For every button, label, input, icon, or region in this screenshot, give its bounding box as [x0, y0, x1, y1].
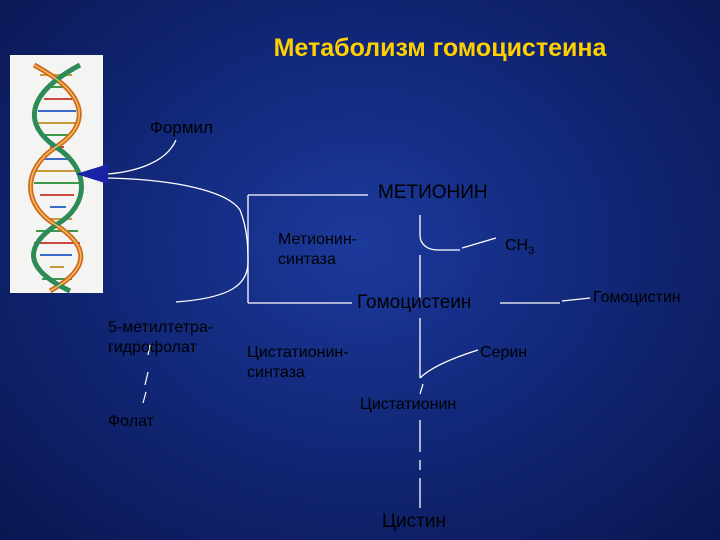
label-homocystine: Гомоцистин [593, 289, 681, 306]
label-ch3-sub: 3 [528, 245, 535, 258]
label-formyl: Формил [150, 118, 213, 137]
label-cystathionine-synthase-1: Цистатионин- [247, 344, 349, 361]
label-methylthf-1: 5-метилтетра- [108, 319, 214, 336]
label-homocysteine: Гомоцистеин [357, 292, 472, 313]
arrow-left-icon [76, 164, 108, 184]
label-methylthf-2: гидрофолат [108, 339, 197, 356]
label-ch3: CH3 [505, 236, 534, 261]
label-methionine: МЕТИОНИН [378, 182, 488, 203]
label-folate: Фолат [108, 413, 154, 430]
label-serine: Серин [480, 344, 528, 361]
label-cystathionine: Цистатионин [360, 396, 457, 413]
label-methionine-synthase-1: Метионин- [278, 231, 357, 248]
label-cystine: Цистин [382, 511, 446, 532]
label-cystathionine-synthase-2: синтаза [247, 364, 305, 381]
dna-icon [28, 62, 84, 294]
page-title: Метаболизм гомоцистеина [273, 34, 607, 62]
label-ch3-base: CH [505, 237, 529, 254]
label-methionine-synthase-2: синтаза [278, 251, 336, 268]
